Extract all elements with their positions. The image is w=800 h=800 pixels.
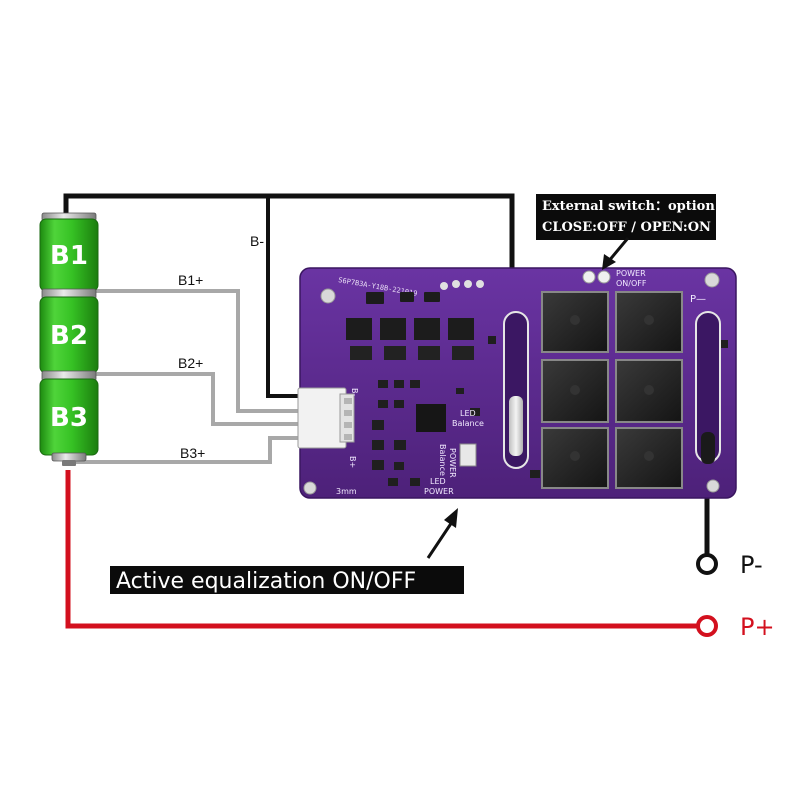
mounting-hole xyxy=(320,288,336,304)
b-minus-connector-wire xyxy=(266,212,298,398)
cell-b3: B3 xyxy=(39,370,99,466)
board-p-minus-label: P— xyxy=(690,294,706,305)
active-equalization-label: Active equalization ON/OFF xyxy=(116,569,416,594)
board-led-label: LED xyxy=(460,409,476,418)
external-switch-arrowhead xyxy=(602,254,616,270)
b1-plus-wire xyxy=(96,289,298,413)
bms-board: S6P7B3A-Y18B-221019 xyxy=(297,267,737,499)
wire-label-b3-plus: B3+ xyxy=(180,445,205,461)
cell-b1-label: B1 xyxy=(50,241,88,271)
board-b-minus-pin: B- xyxy=(350,388,359,396)
board-balance-label: Balance xyxy=(452,419,484,428)
p-minus-terminal: P- xyxy=(696,551,763,579)
active-equalization-arrow-line xyxy=(426,521,454,559)
mounting-hole xyxy=(303,481,317,495)
power-switch-pad[interactable] xyxy=(597,270,611,284)
power-switch-pad[interactable] xyxy=(582,270,596,284)
small-ic-row xyxy=(366,280,484,304)
mounting-hole xyxy=(706,479,720,493)
cell-b1: B1 xyxy=(39,212,99,292)
board-power-label: POWER xyxy=(616,269,646,278)
b2-plus-wire xyxy=(96,372,298,426)
wire-label-b-minus: B- xyxy=(250,233,264,249)
external-switch-arrow-line xyxy=(606,237,630,263)
b-minus-slot-pad xyxy=(509,396,523,456)
board-led-power-label: LED xyxy=(430,477,446,486)
balance-connector[interactable] xyxy=(297,387,355,449)
b3-plus-wire xyxy=(70,436,298,464)
p-plus-terminal: P+ xyxy=(696,613,775,641)
mosfet-array xyxy=(541,291,683,489)
board-balance-power-label: Balance xyxy=(438,444,447,476)
balance-switch[interactable] xyxy=(459,443,477,467)
p-minus-label: P- xyxy=(740,551,763,579)
board-led-power-label-2: POWER xyxy=(424,487,454,496)
main-ic xyxy=(416,404,446,432)
external-switch-modes: CLOSE:OFF / OPEN:ON xyxy=(542,220,711,235)
board-mm-label: 3mm xyxy=(336,487,357,496)
external-switch-callout: External switch：option CLOSE:OFF / OPEN:… xyxy=(536,194,716,270)
p-plus-label: P+ xyxy=(740,613,775,641)
external-switch-title: External switch：option xyxy=(542,199,715,214)
cell-b2: B2 xyxy=(39,288,99,374)
cell-b2-label: B2 xyxy=(50,321,88,351)
p-minus-slot-pad xyxy=(701,432,715,464)
active-equalization-arrowhead xyxy=(444,508,458,528)
cell-b3-label: B3 xyxy=(50,403,88,433)
board-b-plus-pin: B+ xyxy=(348,456,357,468)
p-plus-wire xyxy=(65,470,700,629)
active-equalization-callout: Active equalization ON/OFF xyxy=(110,508,464,594)
board-balance-power-label-2: POWER xyxy=(448,448,457,478)
wire-label-b1-plus: B1+ xyxy=(178,272,203,288)
battery-stack: B1 B2 B3 xyxy=(39,212,99,466)
board-on-off-label: ON/OFF xyxy=(616,279,647,288)
mounting-hole xyxy=(704,272,720,288)
wire-label-b2-plus: B2+ xyxy=(178,355,203,371)
balance-chips xyxy=(346,318,474,360)
passive-components xyxy=(372,336,728,486)
